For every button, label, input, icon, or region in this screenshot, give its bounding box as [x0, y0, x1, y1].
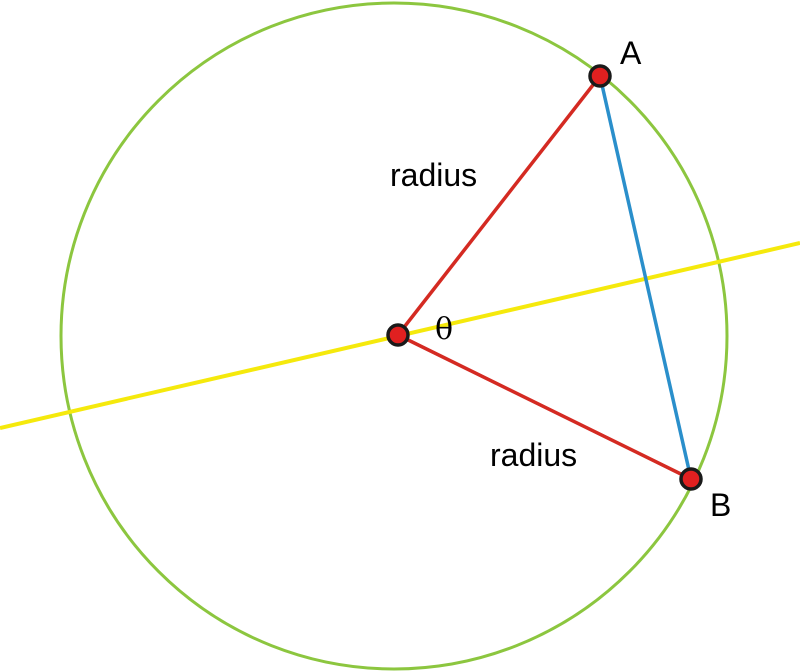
label-b: B — [710, 487, 731, 523]
point-a — [588, 64, 612, 88]
radius-line-b — [397, 333, 692, 481]
radius-line-a — [396, 74, 602, 337]
point-b — [679, 467, 703, 491]
label-radius-top: radius — [390, 157, 477, 193]
label-theta: θ — [435, 312, 453, 347]
circle — [59, 1, 729, 671]
label-radius-bottom: radius — [490, 437, 577, 473]
center-point — [386, 323, 410, 347]
chord-ab — [598, 75, 693, 480]
label-a: A — [620, 35, 642, 71]
